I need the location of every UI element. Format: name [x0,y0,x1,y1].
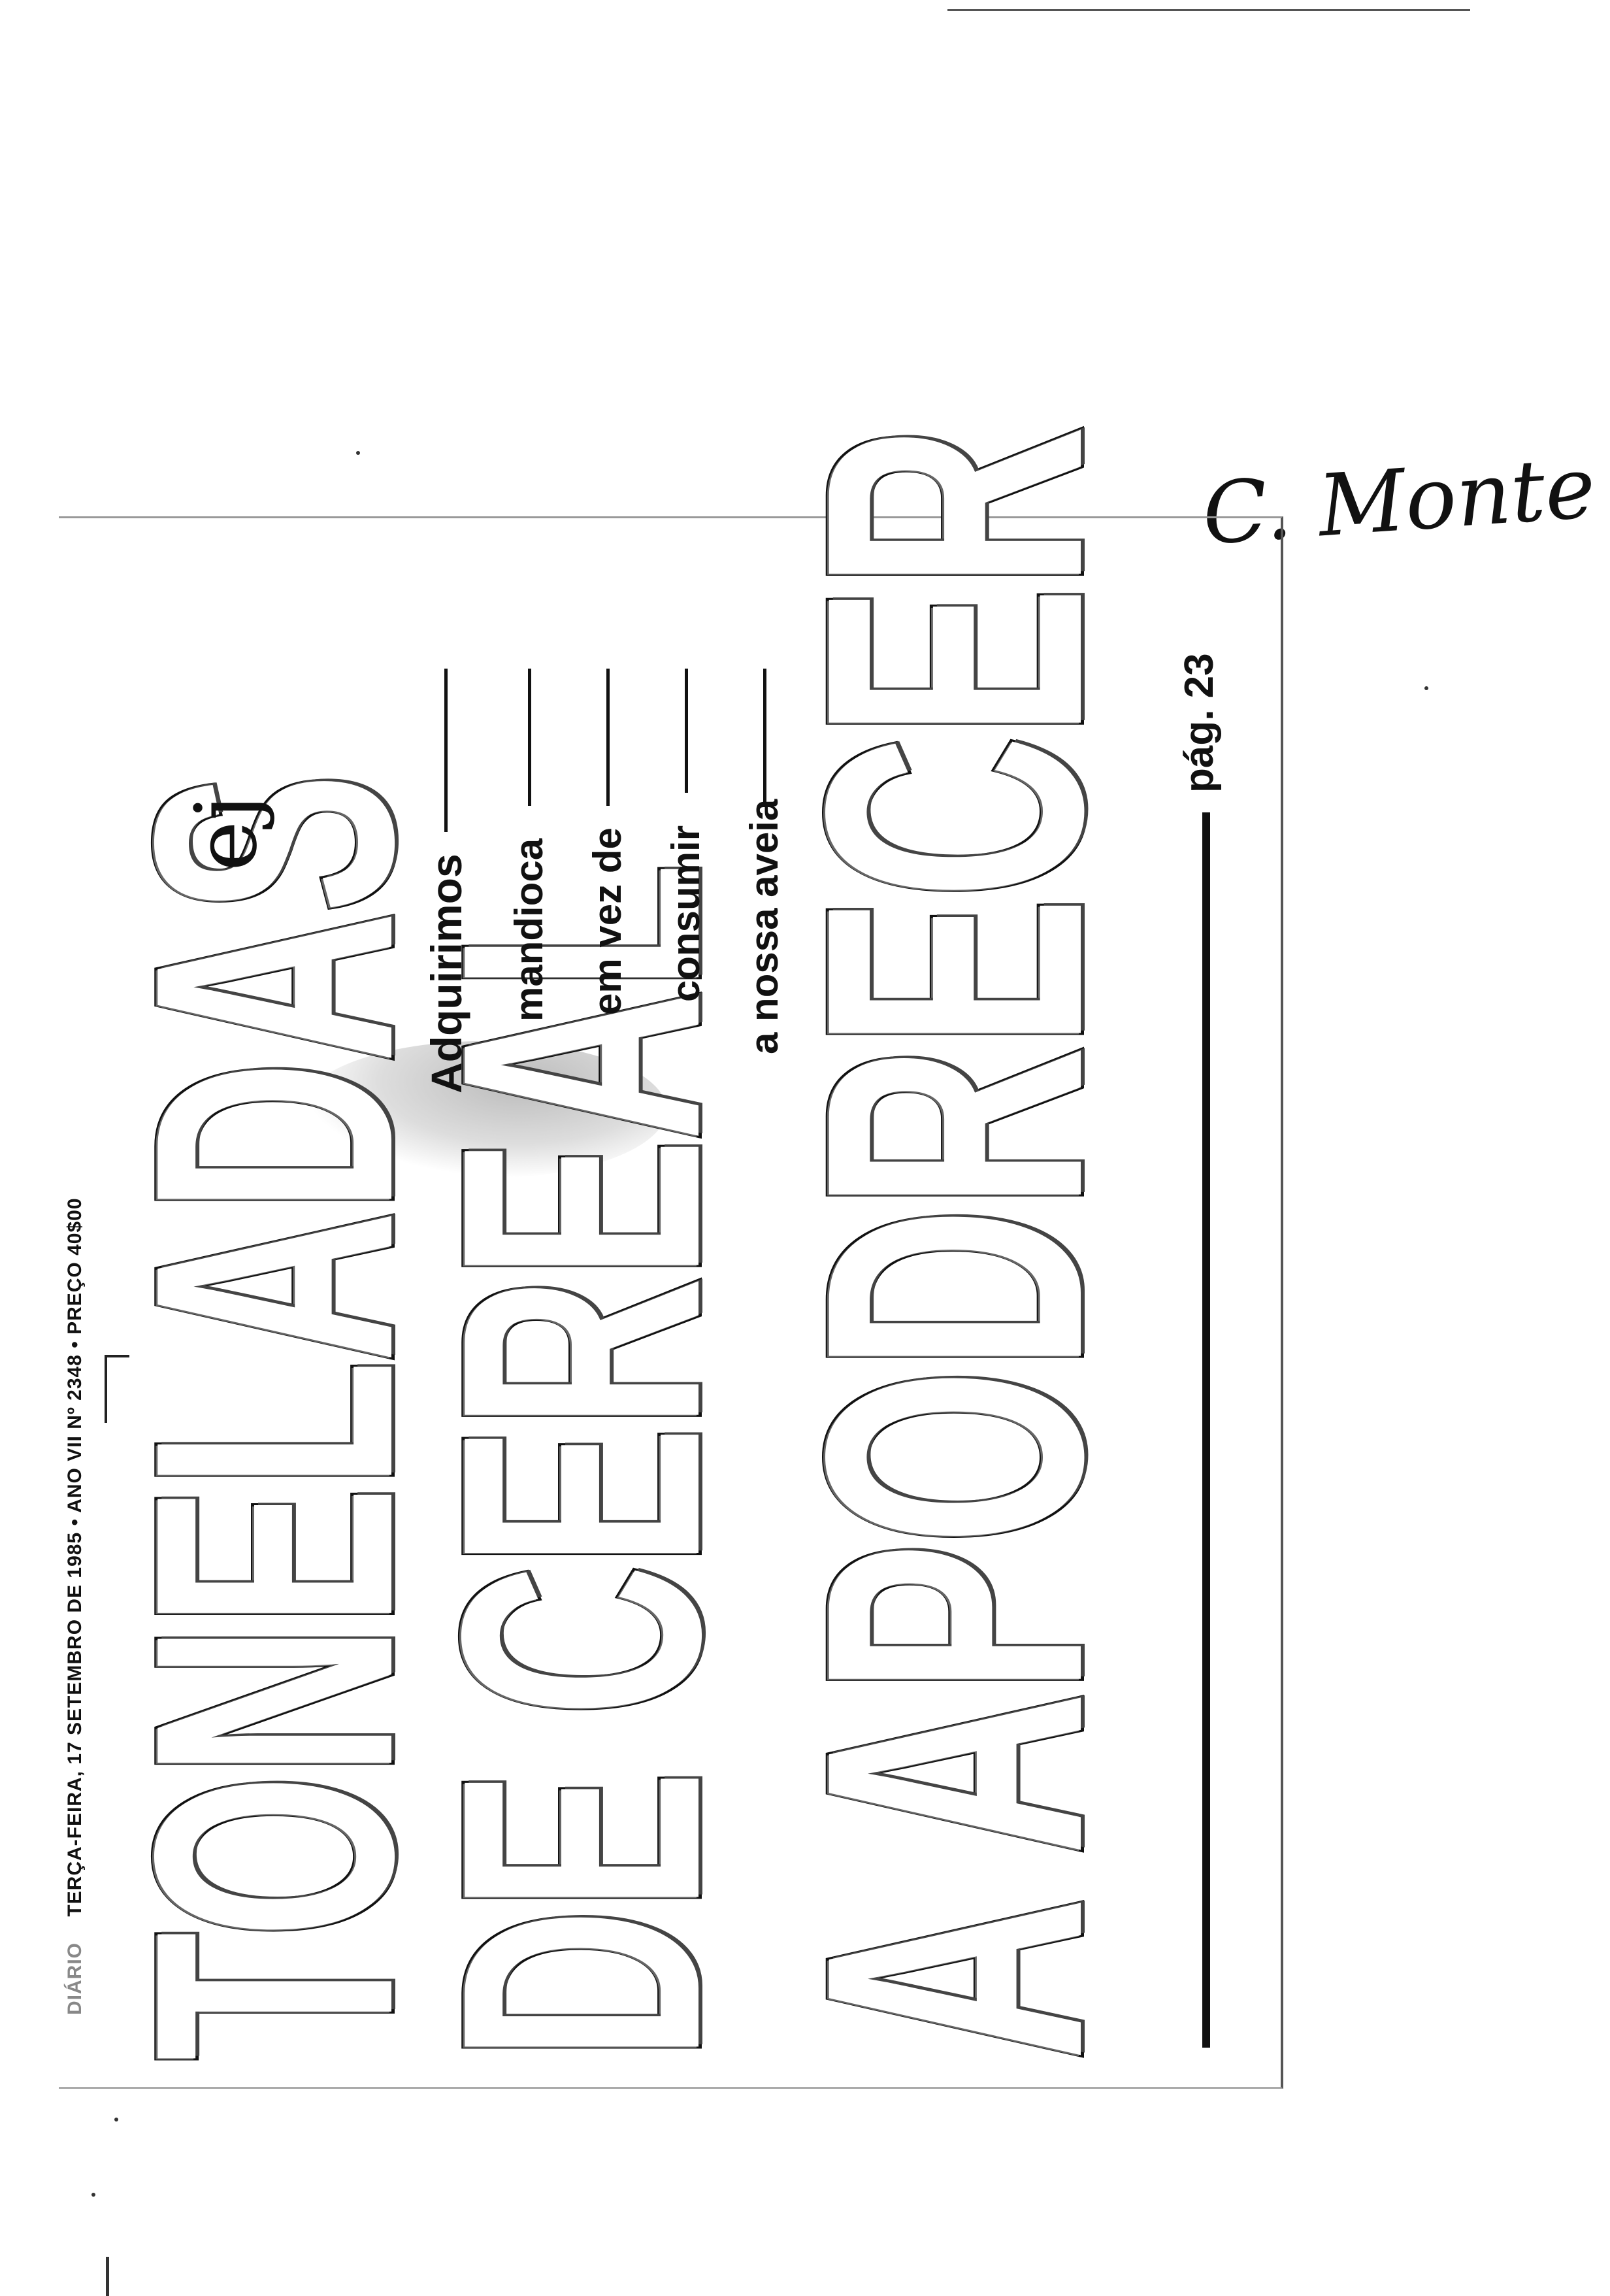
subhead-line-2: mandioca [507,838,551,1022]
page-reference: pág. 23 [1177,653,1222,793]
scan-speck [114,2118,118,2121]
subhead-rule [685,669,688,793]
clipping-fold-mark [105,1355,129,1423]
subhead-line-5: a nossa aveia [742,799,786,1054]
subhead-line-3: em vez de [585,827,629,1015]
clipping-content: DIÁRIO TERÇA-FEIRA, 17 SETEMBRO DE 1985 … [59,425,1281,2087]
scan-speck [91,2193,95,2197]
scan-shadow [301,1041,666,1178]
subhead-rule [763,669,766,806]
subhead-rule [528,669,531,806]
masthead-date-issue-price: TERÇA-FEIRA, 17 SETEMBRO DE 1985 • ANO V… [64,1197,86,1917]
scan-edge-line [947,9,1470,11]
footer-rule [1202,812,1210,2048]
subhead-line-1: Adquirimos [422,854,470,1093]
subhead-rule [444,669,448,832]
subhead-rule [606,669,610,806]
clipping-fold-mark [106,2257,129,2296]
scan-speck [1424,686,1428,690]
masthead-paper-fragment: DIÁRIO [64,1942,86,2015]
handwritten-initials-mark: ej [176,794,276,871]
masthead-dateline: DIÁRIO TERÇA-FEIRA, 17 SETEMBRO DE 1985 … [64,577,86,2015]
scan-speck [356,451,360,455]
subhead-line-4: consumir [664,825,708,1002]
newspaper-clipping: DIÁRIO TERÇA-FEIRA, 17 SETEMBRO DE 1985 … [59,425,1283,2296]
headline-line-3: A APODRECER [747,425,1161,2063]
